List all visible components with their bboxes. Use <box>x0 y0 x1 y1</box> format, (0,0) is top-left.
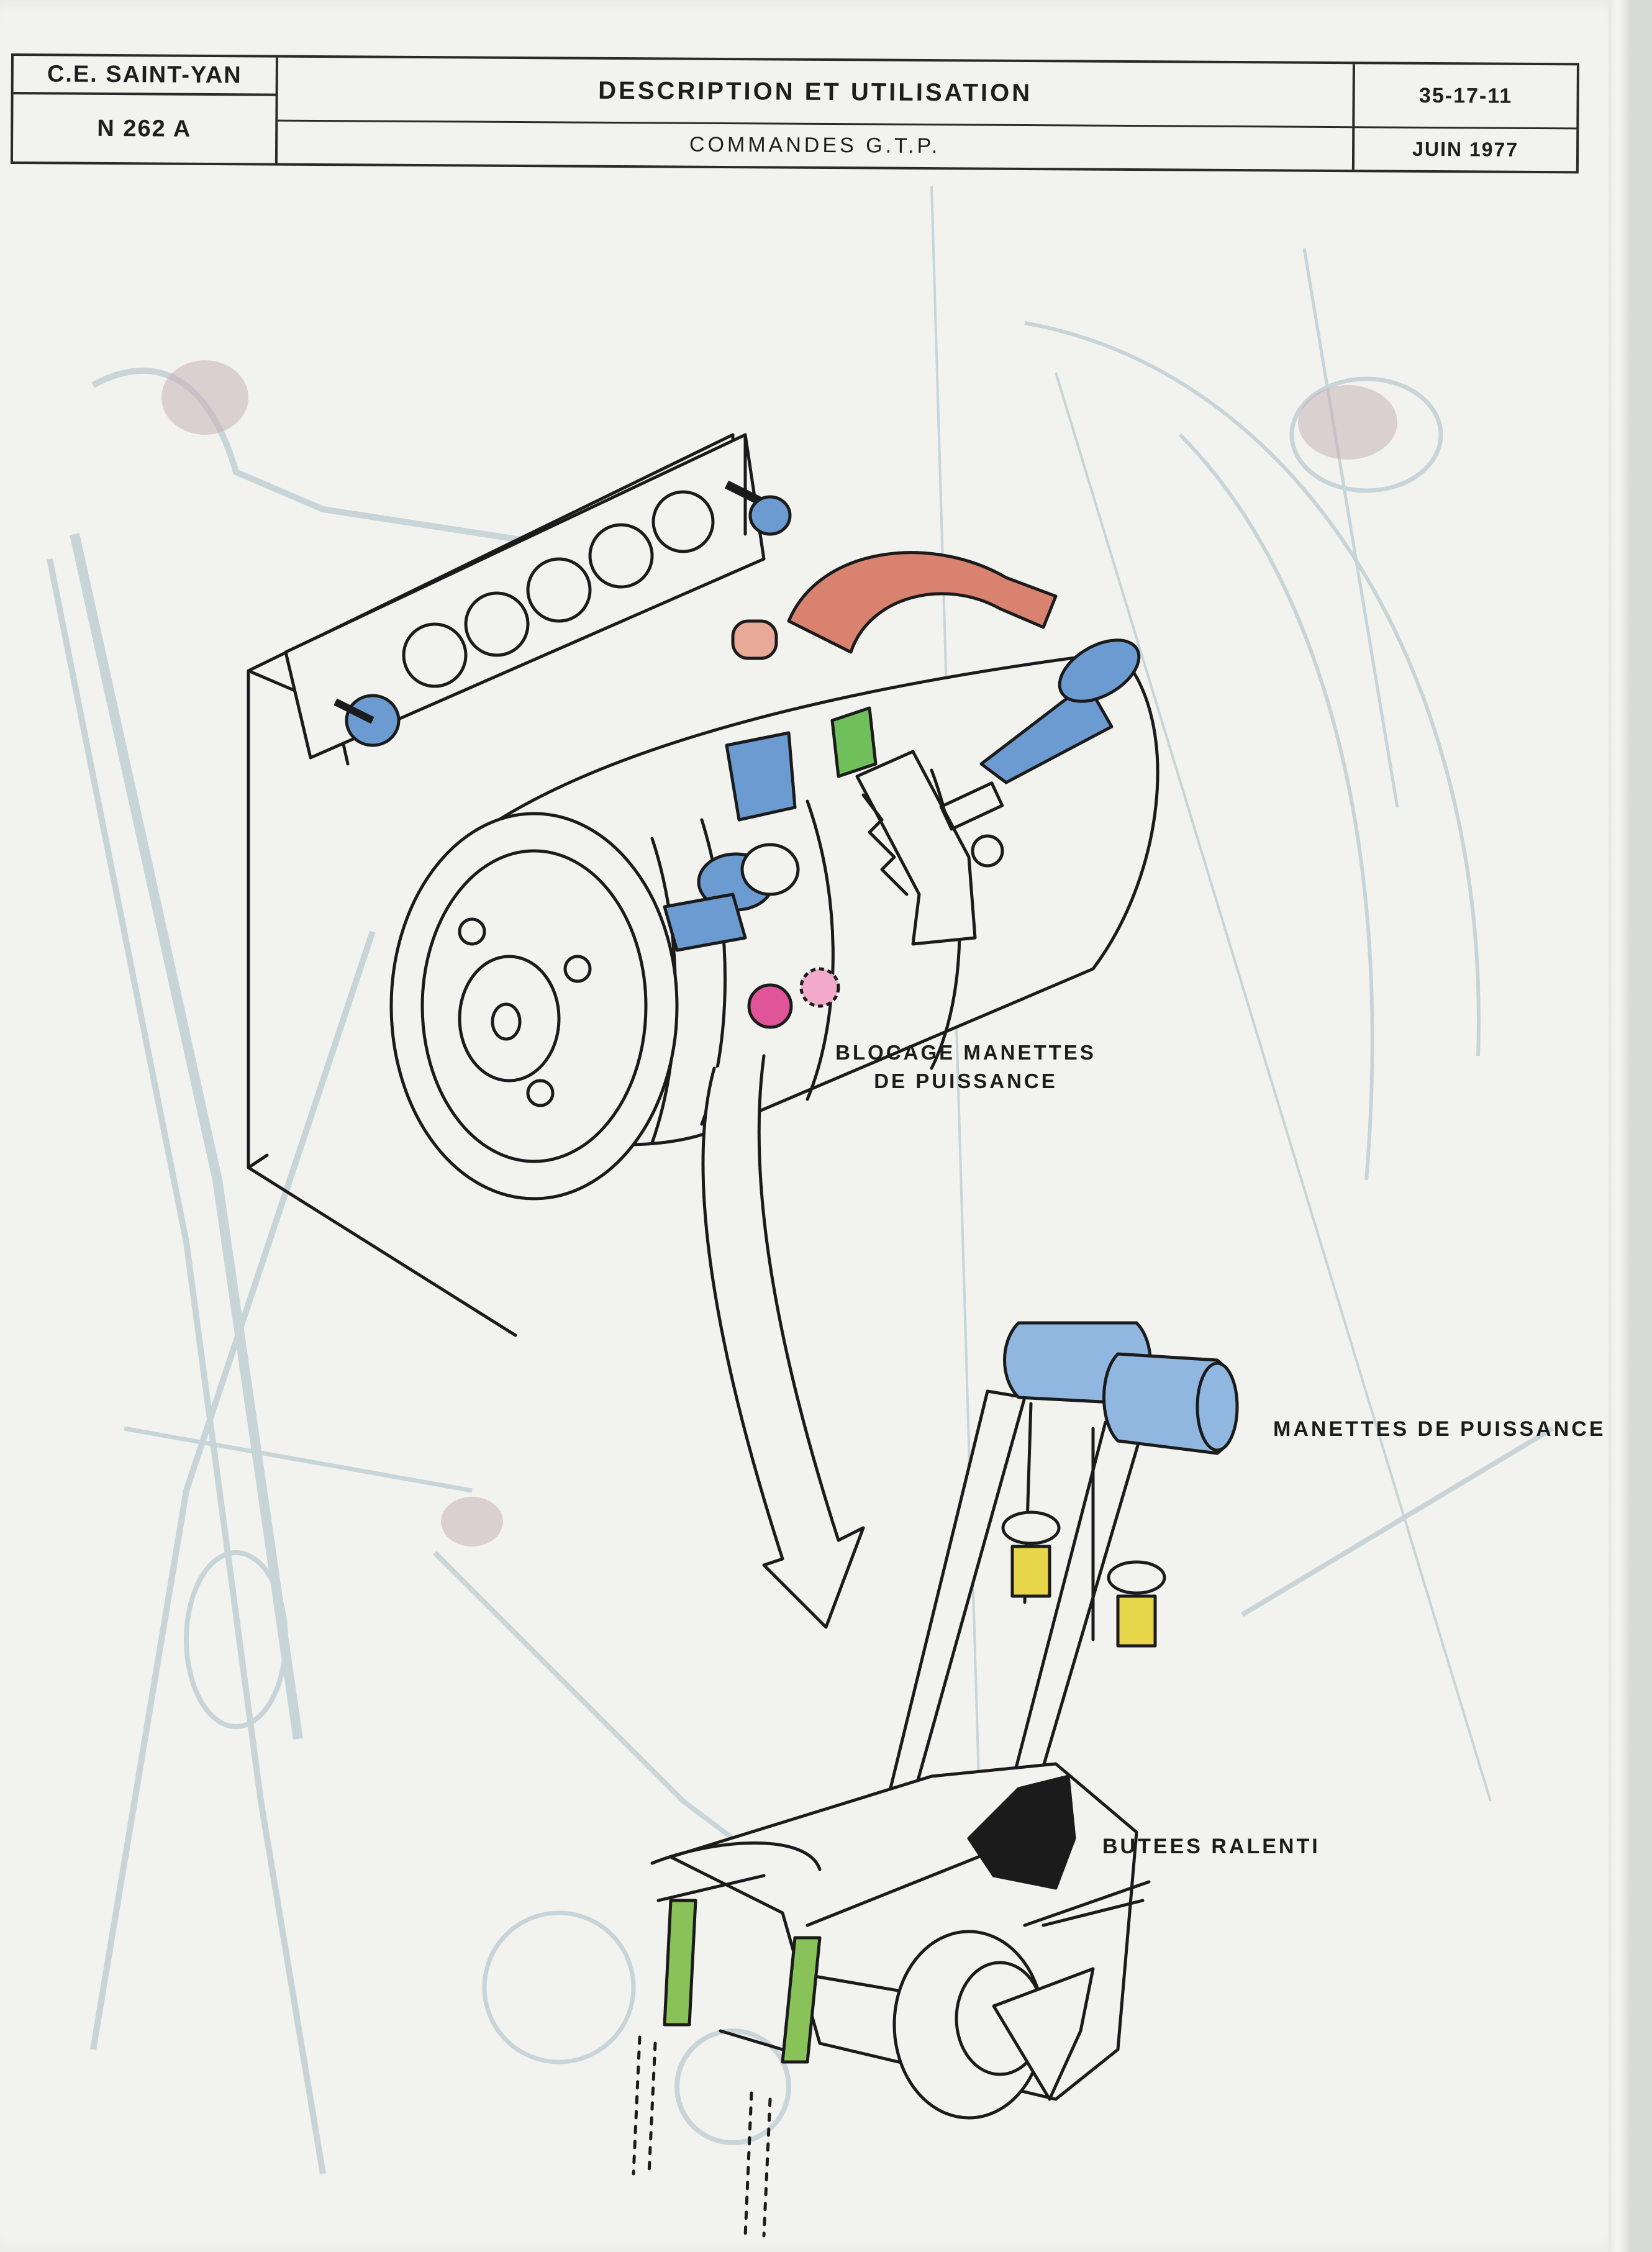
idle-stops-label: BUTEES RALENTI <box>1102 1835 1320 1858</box>
blue-lever-right <box>979 681 1114 784</box>
instrument-panel <box>284 433 766 760</box>
document-subtitle: COMMANDES G.T.P. <box>277 119 1353 170</box>
green-notch <box>830 706 878 778</box>
power-lever-lock-label: BLOCAGE MANETTES DE PUISSANCE <box>804 1038 1127 1096</box>
power-lever-lock-label-line2: DE PUISSANCE <box>874 1069 1058 1092</box>
aircraft-type-cell: N 262 A <box>12 94 278 163</box>
lever-gate <box>855 750 977 946</box>
lock-nut-right <box>1116 1594 1157 1648</box>
power-lever-lock-label-line1: BLOCAGE MANETTES <box>835 1041 1096 1064</box>
push-rod-left <box>663 1899 697 2027</box>
friction-quadrant-red <box>787 551 1058 654</box>
lock-nut-left <box>1010 1545 1051 1598</box>
cam-plate <box>992 1967 1095 2101</box>
idle-stop-block <box>967 1774 1076 1890</box>
page-edge-stack <box>1609 0 1630 2252</box>
revision-date: JUIN 1977 <box>1351 126 1577 171</box>
chapter-reference: 35-17-11 <box>1352 64 1577 128</box>
document-header: C.E. SAINT-YAN N 262 A DESCRIPTION ET UT… <box>10 53 1579 174</box>
power-levers-label: MANETTES DE PUISSANCE <box>1273 1417 1606 1441</box>
quadrant-housing <box>247 433 735 1337</box>
document-title: DESCRIPTION ET UTILISATION <box>598 76 1033 107</box>
detail-arrow <box>701 1054 865 1629</box>
trim-wheel <box>389 812 679 1201</box>
blue-stop-block <box>725 731 797 822</box>
power-lock-knob <box>747 983 793 1029</box>
organization-cell: C.E. SAINT-YAN <box>13 56 278 96</box>
push-rod-right <box>781 1936 822 2064</box>
